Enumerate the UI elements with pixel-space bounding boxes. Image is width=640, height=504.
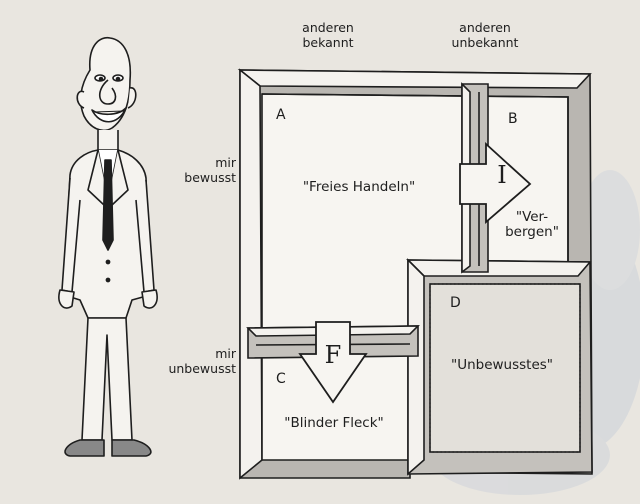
column-header-unknown-line2: unbekannt [451, 35, 519, 50]
cartoon-man-figure-icon [58, 36, 158, 457]
arrow-f-icon [298, 321, 368, 404]
quadrant-b-name-line1: "Ver- [515, 209, 549, 225]
quadrant-d-name: "Unbewusstes" [450, 357, 554, 373]
quadrant-b-name: "Ver- bergen" [500, 210, 564, 240]
quadrant-a-letter: A [276, 107, 286, 123]
quadrant-d-box [406, 258, 593, 476]
column-header-known: anderen bekannt [288, 20, 368, 50]
row-header-unaware-line2: unbewusst [168, 361, 236, 376]
arrow-f-label: F [324, 341, 342, 369]
row-header-unaware: mir unbewusst [156, 346, 236, 376]
column-header-unknown-line1: anderen [459, 20, 511, 35]
quadrant-d-letter: D [450, 295, 461, 311]
quadrant-c-name: "Blinder Fleck" [284, 415, 384, 431]
quadrant-c-letter: C [276, 371, 286, 387]
row-header-aware-line1: mir [215, 155, 236, 170]
quadrant-a-name: "Freies Handeln" [302, 179, 416, 195]
column-header-known-line1: anderen [302, 20, 354, 35]
arrow-i-label: I [497, 161, 507, 189]
row-header-aware: mir bewusst [168, 155, 236, 185]
row-header-unaware-line1: mir [215, 346, 236, 361]
arrow-i-icon [459, 141, 532, 224]
quadrant-b-letter: B [508, 111, 518, 127]
row-header-aware-line2: bewusst [184, 170, 236, 185]
quadrant-b-name-line2: bergen" [505, 224, 559, 240]
column-header-unknown: anderen unbekannt [440, 20, 530, 50]
column-header-known-line2: bekannt [302, 35, 354, 50]
